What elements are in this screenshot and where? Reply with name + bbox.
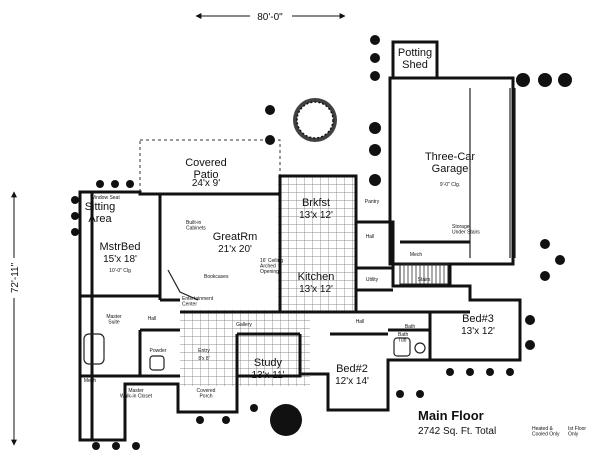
room-mstrbed-name: MstrBed	[100, 241, 141, 253]
room-bath: Bath	[405, 324, 416, 330]
room-kitchen-name: Kitchen	[298, 271, 335, 283]
label-window-seat: Window Seat	[90, 195, 120, 201]
width-label: 80'-0"	[257, 12, 283, 23]
room-hall-master: Hall	[148, 316, 157, 322]
note-bookcases: Bookcases	[204, 274, 229, 280]
room-patio-size: 24'x 9'	[192, 178, 220, 189]
entertainment-center	[167, 269, 199, 301]
room-mstrbed-size: 15'x 18'	[103, 254, 137, 265]
room-stairs: Stairs	[418, 277, 431, 283]
room-bed3-size: 13'x 12'	[461, 326, 495, 337]
room-garage-note: 9'-0" Clg.	[440, 182, 460, 188]
caption-area: 2742 Sq. Ft. Total	[418, 426, 496, 437]
room-brkfst-size: 13'x 12'	[299, 210, 333, 221]
room-bed2-size: 12'x 14'	[335, 376, 369, 387]
landscaping	[71, 35, 572, 450]
caption-title: Main Floor	[418, 408, 484, 423]
room-greatrm-size: 21'x 20'	[218, 244, 252, 255]
room-bed2-name: Bed#2	[336, 363, 368, 375]
room-powder: Powder	[150, 348, 167, 354]
room-pantry: Pantry	[365, 199, 380, 205]
caption-note: Heated &Cooled Only	[532, 426, 560, 438]
room-study-size: 13'x 11'	[251, 370, 284, 381]
depth-label: 72'-11"	[10, 262, 21, 293]
room-kitchen-size: 13'x 12'	[299, 284, 333, 295]
room-study-name: Study	[254, 357, 283, 369]
dimension-width: 80'-0"	[195, 8, 346, 23]
room-mech-lower: Mech	[84, 378, 96, 384]
room-entry-size: 8'x 8'	[198, 356, 209, 362]
room-gallery: Gallery	[236, 322, 252, 328]
stairs-hatch	[399, 263, 449, 285]
room-greatrm-name: GreatRm	[213, 231, 258, 243]
room-mstrbed-note: 10'-0" Clg	[109, 268, 131, 274]
tiled-floors	[180, 176, 356, 386]
room-utility: Utility	[366, 277, 379, 283]
walls	[78, 40, 522, 442]
room-brkfst-name: Brkfst	[302, 197, 330, 209]
bath-fixtures	[83, 333, 426, 371]
dimension-depth: 72'-11"	[6, 191, 22, 446]
room-hall-upper: Hall	[366, 234, 375, 240]
room-bed3-name: Bed#3	[462, 313, 494, 325]
room-entry-name: Entry	[198, 348, 210, 354]
room-mech: Mech	[410, 252, 422, 258]
garage-roof	[469, 88, 516, 258]
room-hall-lower: Hall	[356, 319, 365, 325]
